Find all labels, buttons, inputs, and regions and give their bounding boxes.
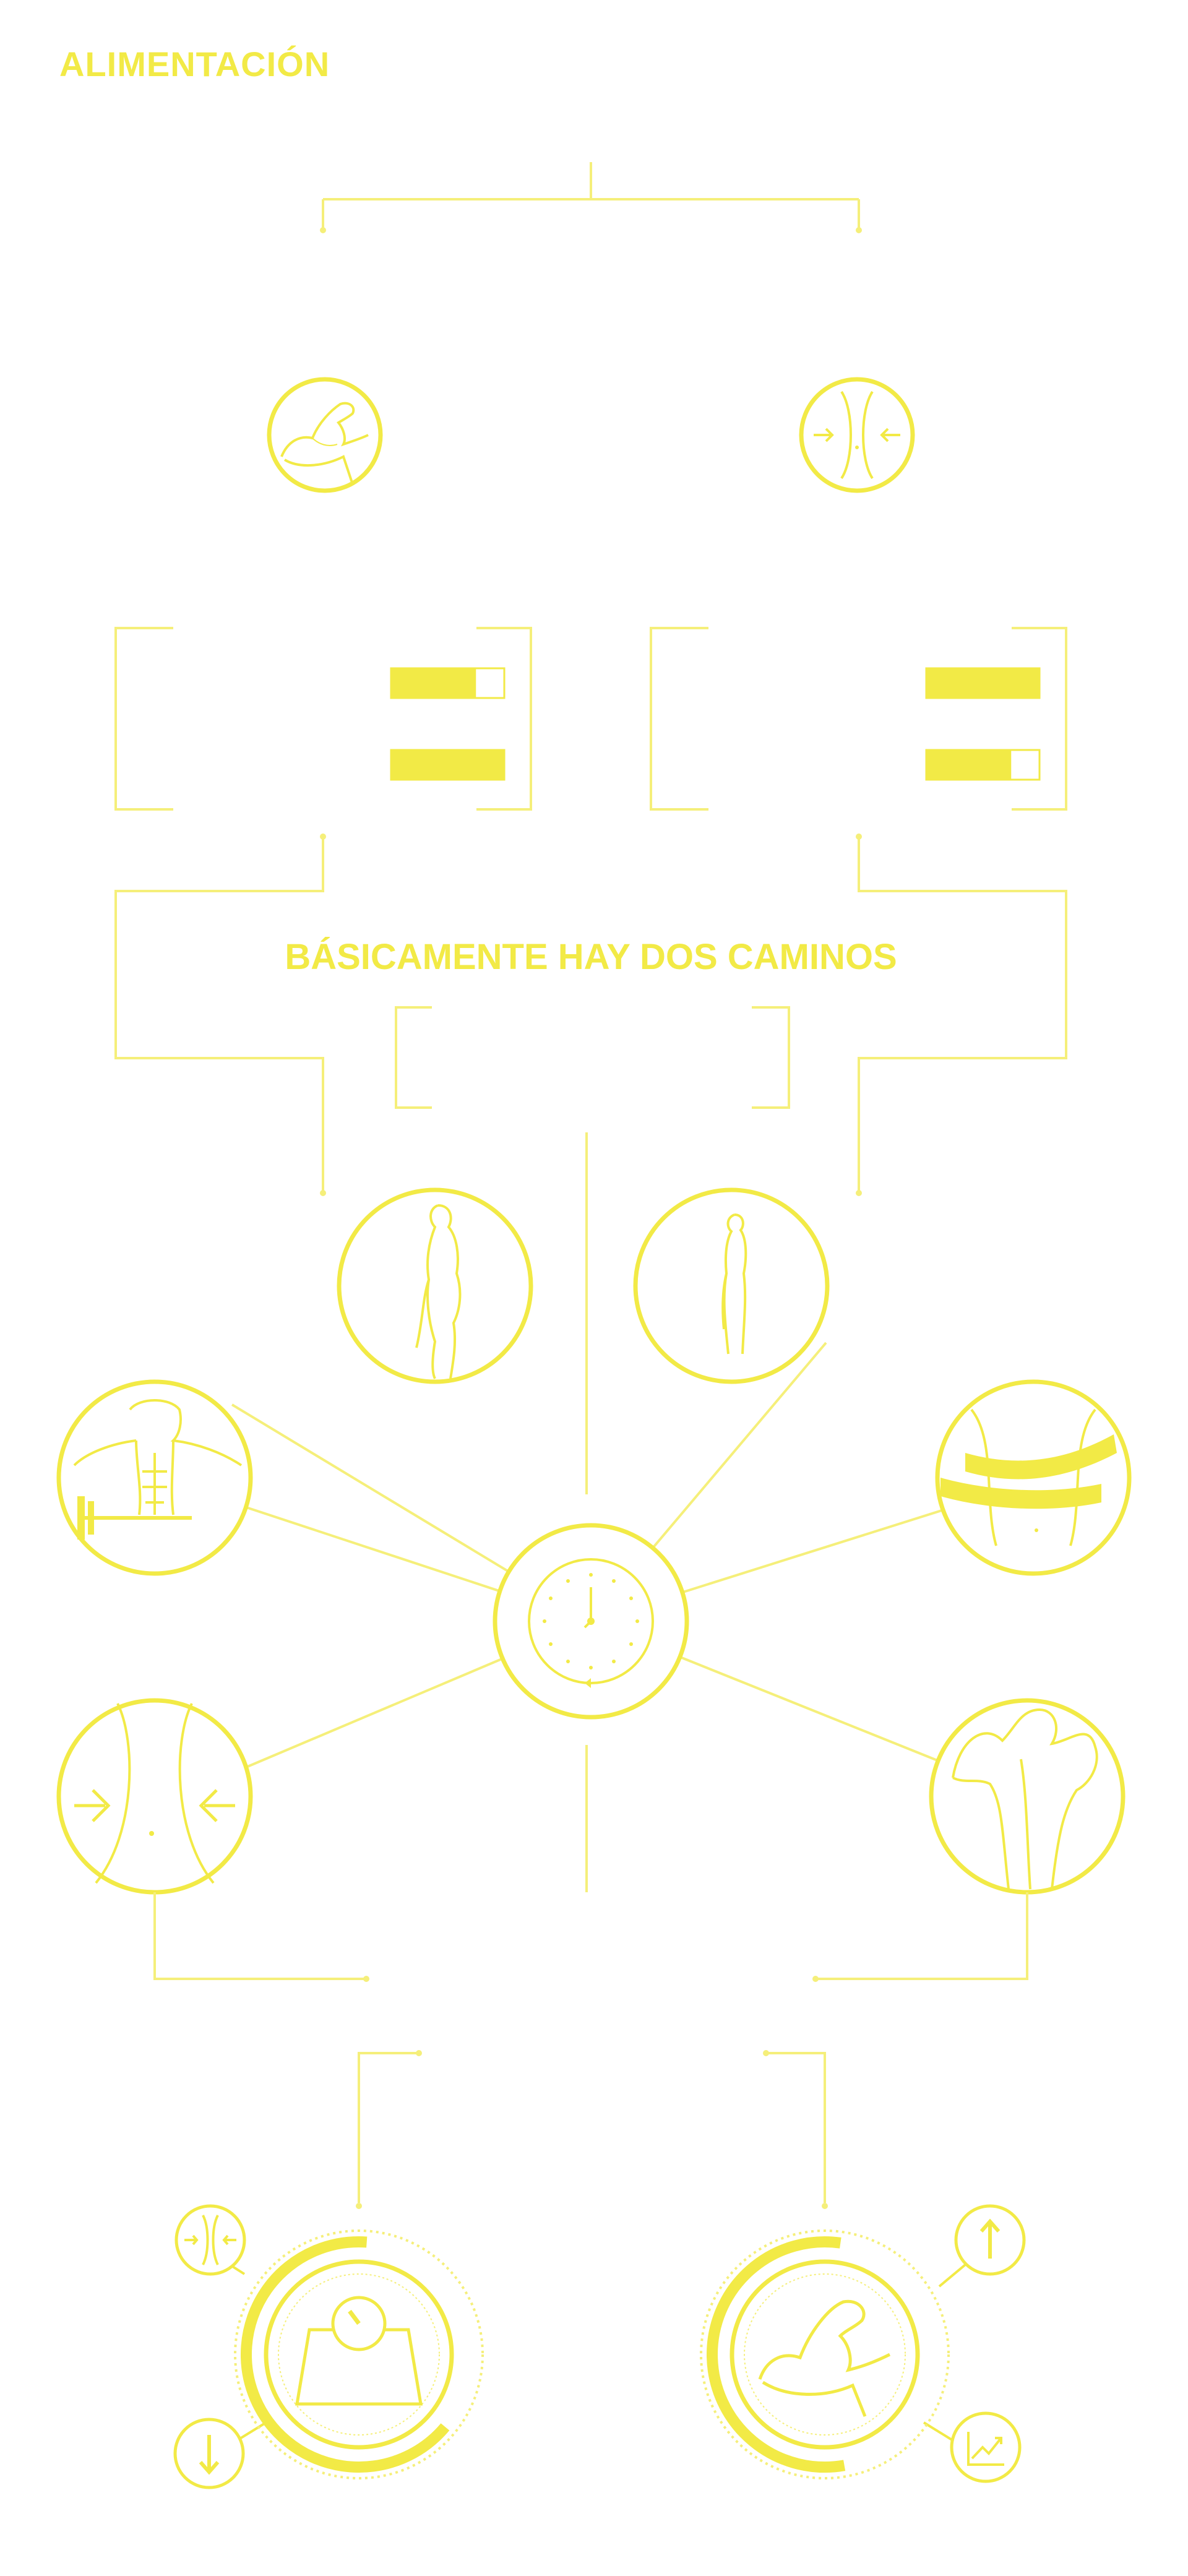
standing-profile-small-icon: [633, 1187, 830, 1384]
comparison-bars-left: [390, 667, 506, 781]
comparison-bar-fill: [391, 750, 504, 780]
lower-connectors: [153, 1892, 1028, 2209]
comparison-panel-right: [650, 627, 1067, 811]
page-title: ALIMENTACIÓN: [59, 45, 330, 84]
outcome-weight-loss: [209, 2229, 484, 2479]
measuring-tape-waist-icon: [935, 1379, 1132, 1576]
standing-profile-large-icon: [337, 1187, 533, 1384]
growth-chart-icon: [950, 2411, 1022, 2483]
comparison-bar-fill: [926, 668, 1040, 698]
waist-reduction-icon: [799, 377, 915, 493]
arrow-down-icon: [173, 2418, 245, 2489]
clock-icon: [493, 1523, 689, 1720]
top-connector: [320, 162, 862, 233]
comparison-bars-right: [925, 667, 1041, 781]
comparison-panel-left: [114, 627, 532, 811]
paths-frame: [114, 834, 1067, 1196]
arrow-up-icon: [954, 2204, 1026, 2276]
outcome-progress-ring: [707, 2236, 846, 2473]
comparison-bar-fill: [391, 668, 476, 698]
headline: BÁSICAMENTE HAY DOS CAMINOS: [285, 937, 897, 977]
comparison-bar-fill: [926, 750, 1012, 780]
waist-arrows-icon: [56, 1698, 253, 1895]
waist-reduction-icon: [174, 2204, 246, 2276]
flexed-arm-icon: [267, 377, 383, 493]
weighing-scale-icon: [295, 2296, 423, 2406]
outcome-muscle-gain: [700, 2229, 978, 2479]
flexed-arm-icon: [758, 2299, 891, 2417]
outcome-progress-ring: [241, 2236, 450, 2473]
barbell-torso-icon: [56, 1379, 253, 1576]
bodybuilder-back-icon: [929, 1698, 1126, 1895]
